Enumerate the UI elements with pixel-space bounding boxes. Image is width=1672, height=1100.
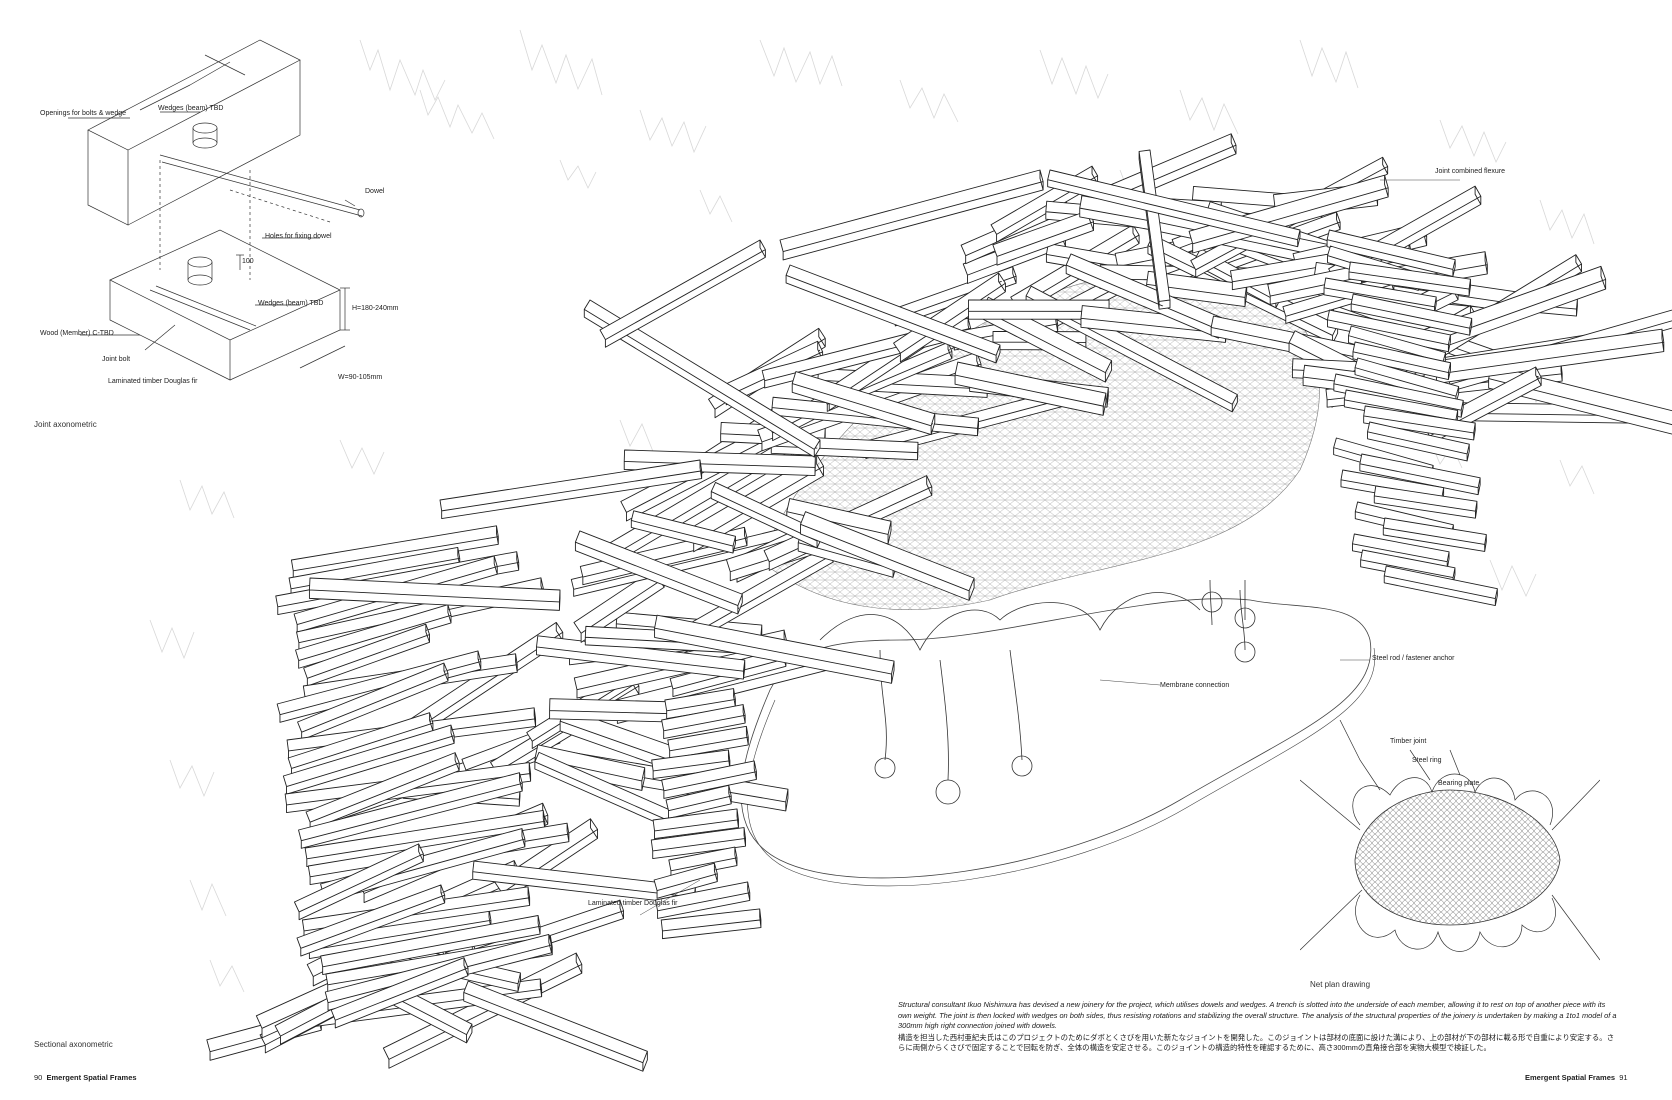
label-openings: Openings for bolts & wedge <box>40 110 126 117</box>
label-dim-small: 100 <box>242 258 254 265</box>
timber-beam <box>785 264 1001 364</box>
timber-beam <box>297 662 449 741</box>
joint-axonometric-drawing <box>68 39 365 381</box>
label-plan-a: Timber joint <box>1390 738 1427 745</box>
timber-beam <box>1188 174 1389 254</box>
footer-left: 90 Emergent Spatial Frames <box>34 1073 137 1082</box>
timber-beam <box>1382 517 1487 552</box>
timber-beam <box>791 371 936 436</box>
timber-beam <box>1146 270 1248 308</box>
footer-right: Emergent Spatial Frames 91 <box>1525 1073 1628 1082</box>
label-right: Steel rod / fastener anchor <box>1372 655 1455 662</box>
footer-right-page: 91 <box>1619 1073 1628 1082</box>
label-holes: Holes for fixing dowel <box>265 233 332 240</box>
label-bottom-left: Laminated timber Douglas fir <box>588 900 678 907</box>
caption-net-plan: Net plan drawing <box>1310 980 1371 989</box>
label-dim-h: H=180-240mm <box>352 305 399 312</box>
caption-sectional-axonometric: Sectional axonometric <box>34 1040 113 1049</box>
timber-beam <box>1348 261 1471 297</box>
timber-beam <box>574 530 743 615</box>
body-text-block: Structural consultant Ikuo Nishimura has… <box>898 1000 1618 1054</box>
timber-beam <box>536 635 746 680</box>
timber-beam <box>293 843 424 921</box>
label-dim-w: W=90-105mm <box>338 374 383 381</box>
timber-beam <box>655 881 751 919</box>
timber-beam <box>320 915 541 975</box>
timber-beam <box>330 957 469 1029</box>
timber-beam <box>651 749 731 780</box>
timber-beam <box>1434 328 1665 384</box>
timber-beam <box>630 510 736 554</box>
body-text-japanese: 構造を担当した西村亜紀夫氏はこのプロジェクトのためにダボとくさびを用いた新たなジ… <box>898 1032 1615 1053</box>
timber-beam <box>652 808 739 840</box>
timber-beam <box>1350 293 1473 336</box>
timber-beam <box>1326 229 1456 277</box>
timber-beam <box>298 772 523 849</box>
label-wood-member: Wood (Member) C-TBD <box>40 330 114 337</box>
timber-beam <box>665 784 732 819</box>
timber-beam <box>1363 405 1476 441</box>
timber-beam <box>282 724 455 795</box>
timber-beam <box>303 623 430 687</box>
timber-beam <box>1138 149 1171 310</box>
timber-beam <box>800 511 975 601</box>
label-material: Laminated timber Douglas fir <box>108 378 198 385</box>
timber-beam <box>1352 341 1451 380</box>
timber-beam <box>1359 453 1481 496</box>
timber-beam <box>296 884 446 957</box>
timber-beam <box>290 525 499 579</box>
timber-beam <box>305 752 460 831</box>
timber-beam <box>954 361 1107 416</box>
timber-beam <box>660 908 762 940</box>
timber-beam <box>650 827 746 860</box>
timber-beam <box>654 614 895 684</box>
timber-beam <box>653 862 718 899</box>
timber-beam <box>779 169 1044 261</box>
footer-right-title: Emergent Spatial Frames <box>1525 1073 1616 1082</box>
label-wedges-top: Wedges (beam) TBD <box>158 105 224 112</box>
timber-beam <box>599 239 766 348</box>
label-top-right: Joint combined flexure <box>1435 168 1506 175</box>
body-text-english: Structural consultant Ikuo Nishimura has… <box>898 1000 1617 1030</box>
label-wedges-lower: Wedges (beam) TBD <box>258 300 324 307</box>
timber-beam <box>1383 565 1498 606</box>
footer-left-title: Emergent Spatial Frames <box>46 1073 137 1082</box>
timber-beam <box>1047 169 1301 248</box>
timber-beam <box>661 760 757 799</box>
label-dowel: Dowel <box>365 188 385 195</box>
timber-beam <box>439 459 703 520</box>
net-plan-drawing <box>1300 720 1600 961</box>
timber-beam <box>1373 485 1478 519</box>
timber-beam <box>583 299 821 458</box>
timber-lattice <box>206 133 1672 1072</box>
label-bolt: Joint bolt <box>102 356 131 363</box>
footer-left-page: 90 <box>34 1073 43 1082</box>
label-plan-c: Bearing plate <box>1438 780 1480 787</box>
timber-beam <box>667 725 749 759</box>
caption-joint-axonometric: Joint axonometric <box>34 420 97 429</box>
label-center: Membrane connection <box>1160 682 1230 689</box>
timber-beam <box>1367 421 1470 462</box>
timber-beam <box>463 980 648 1072</box>
label-plan-b: Steel ring <box>1412 757 1442 764</box>
timber-beam <box>661 704 746 739</box>
timber-beam <box>308 577 561 611</box>
